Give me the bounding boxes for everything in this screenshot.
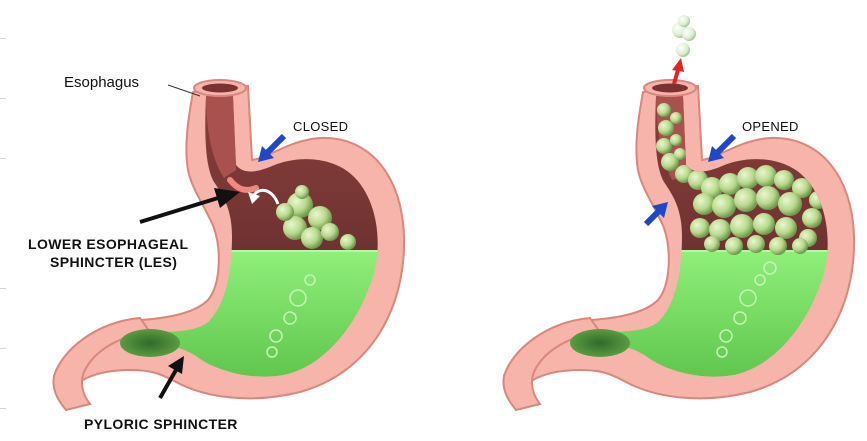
edge-tick — [0, 288, 6, 289]
label-closed: CLOSED — [293, 120, 348, 135]
bubble — [755, 165, 777, 187]
pylorus — [570, 329, 630, 357]
edge-tick — [0, 158, 6, 159]
bubble — [657, 103, 671, 117]
bubble — [734, 188, 758, 212]
bubble — [658, 120, 674, 136]
bubble — [712, 194, 736, 218]
bubble — [753, 213, 775, 235]
bubble — [670, 134, 682, 146]
bubble — [756, 186, 780, 210]
escaping-bubbles — [672, 15, 696, 57]
label-les-line2: SPHINCTER (LES) — [50, 254, 177, 270]
bubble — [775, 217, 797, 239]
stomach-opened — [504, 15, 861, 410]
edge-tick — [0, 38, 6, 39]
bubble — [778, 192, 802, 216]
edge-tick — [0, 98, 6, 99]
bubble — [792, 238, 808, 254]
label-opened: OPENED — [742, 120, 799, 135]
bubble — [730, 214, 754, 238]
label-esophagus: Esophagus — [64, 74, 139, 91]
bubble — [693, 193, 715, 215]
edge-tick — [0, 408, 6, 409]
pylorus — [120, 329, 180, 357]
bubble — [690, 218, 710, 238]
bubble — [802, 208, 822, 228]
bubble — [769, 237, 787, 255]
bubble — [774, 170, 794, 190]
bubble — [656, 138, 672, 154]
bubble — [725, 237, 743, 255]
bubble — [674, 148, 686, 160]
bubble — [704, 236, 720, 252]
bubble — [747, 235, 765, 253]
edge-tick — [0, 348, 6, 349]
bubble — [670, 112, 682, 124]
label-pyloric: PYLORIC SPHINCTER — [84, 416, 238, 432]
label-les-line1: LOWER ESOPHAGEAL — [28, 236, 188, 252]
